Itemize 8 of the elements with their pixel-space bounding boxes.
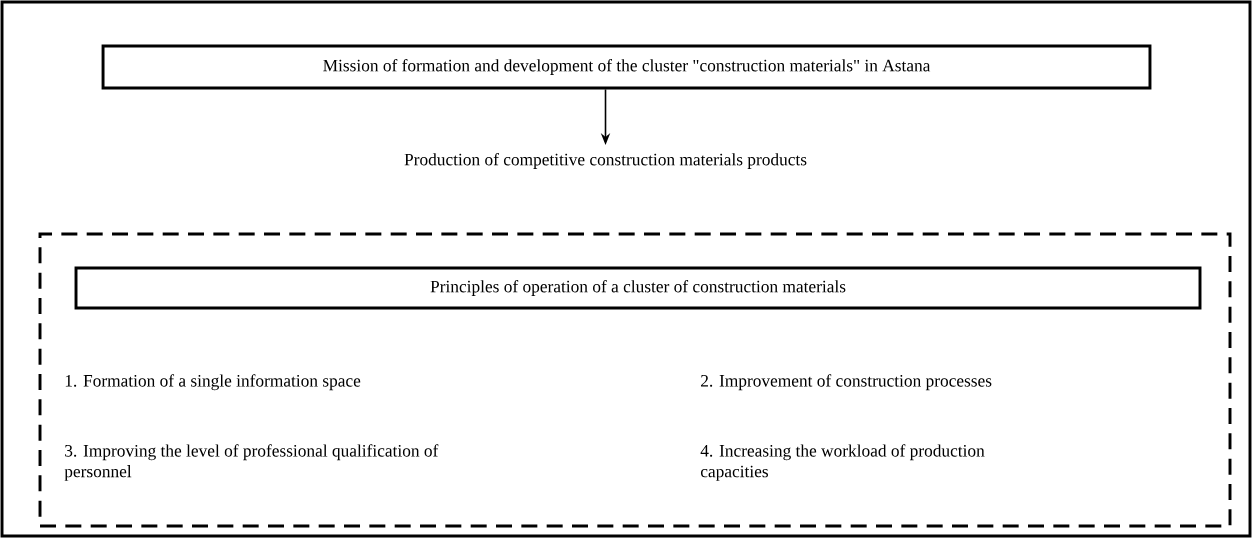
statement-text: Production of competitive construction materials products: [404, 153, 807, 169]
heading-box: Principles of operation of a cluster of construction materials: [74, 266, 1202, 310]
list-item: 4. Increasing the workload of production capacities: [700, 444, 985, 481]
list-item: 2. Improvement of construction processes: [701, 374, 992, 391]
dashed-group-box: [38, 232, 1232, 528]
list-item: 3. Improving the level of professional qualification of personnel: [64, 444, 439, 481]
heading-box: Mission of formation and development of the cluster "construction materials" in Astana: [101, 44, 1152, 90]
list-item: 1. Formation of a single information space: [65, 374, 361, 391]
